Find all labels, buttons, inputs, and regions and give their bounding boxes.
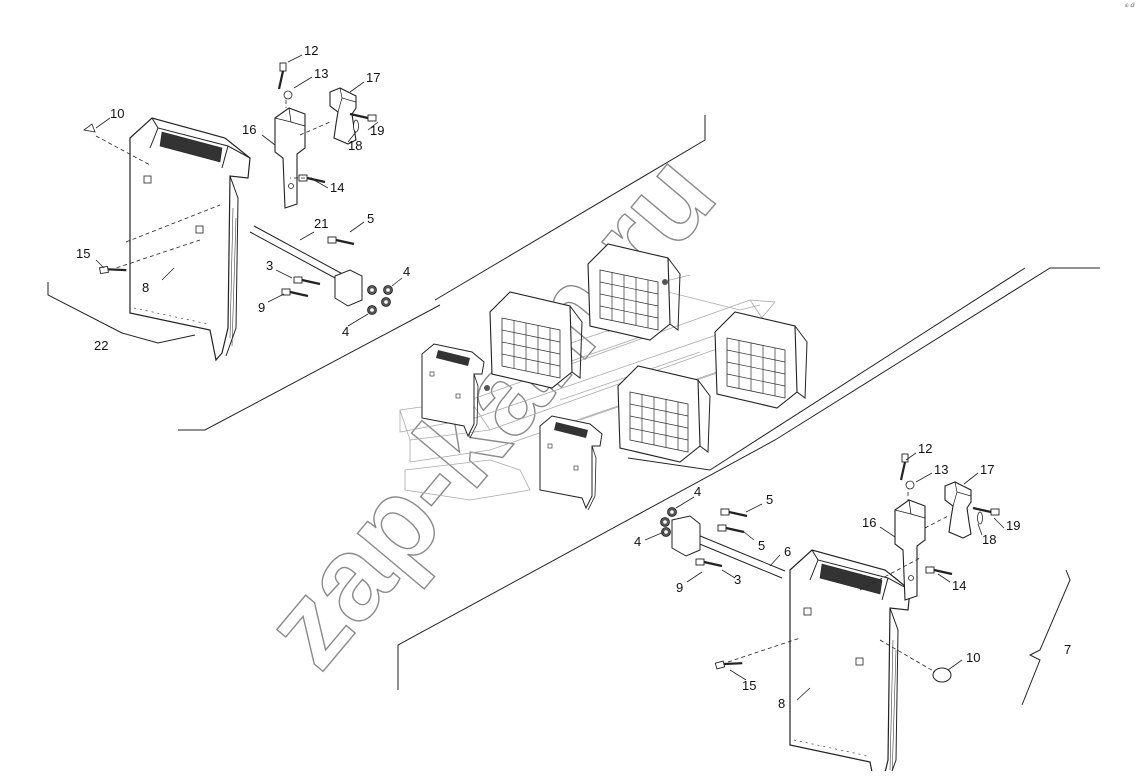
callout-4a-right: 4: [694, 484, 701, 499]
callout-17-left: 17: [366, 70, 380, 85]
flange-left: [334, 269, 363, 307]
callout-15-right: 15: [742, 678, 756, 693]
callout-14-left: 14: [330, 180, 344, 195]
nut-4-left: [367, 285, 377, 295]
mount-point: [662, 279, 668, 285]
callout-19-right: 19: [1006, 518, 1020, 533]
left-assembly: [83, 61, 393, 361]
nut-4-left: [367, 305, 377, 315]
callout-8-right: 8: [778, 696, 785, 711]
nut-4-right: [660, 517, 670, 527]
callout-16-right: 16: [862, 515, 876, 530]
callout-6: 6: [784, 544, 791, 559]
callout-19-left: 19: [370, 123, 384, 138]
bolt-9-left: [280, 287, 310, 298]
bolt-5-left: [326, 235, 356, 246]
bolt-5a-right: [719, 507, 749, 518]
bolt-19-left: [348, 112, 378, 123]
callout-5b-right: 5: [758, 538, 765, 553]
front-right-mudflap: [539, 415, 603, 511]
callout-18-left: 18: [348, 138, 362, 153]
callout-9-left: 9: [258, 300, 265, 315]
rear-right-mudguard-rear: [714, 311, 808, 409]
bolt-9-right: [694, 557, 724, 568]
clamp-17-left: [329, 87, 357, 145]
tube-6: [689, 539, 783, 579]
mudflap-8-right: [789, 549, 911, 776]
flange-right: [671, 515, 701, 557]
rear-left-mudguard-front: [489, 291, 583, 389]
corner-mark: ⅇ ⅆ: [1125, 2, 1135, 9]
nut-4-right: [661, 527, 671, 537]
tube-21: [249, 231, 349, 286]
callout-22: 22: [94, 338, 108, 353]
callout-16-left: 16: [242, 122, 256, 137]
callout-9-right: 9: [676, 580, 683, 595]
cap-10-right: [932, 667, 952, 683]
callout-21: 21: [314, 216, 328, 231]
nut-4-left: [383, 285, 393, 295]
callout-5a-right: 5: [766, 492, 773, 507]
callout-4a-left: 4: [403, 264, 410, 279]
callouts: 10 12 13 17 16 19 18 14 21 5 15 3 4 9 8 …: [76, 43, 1071, 711]
callout-14-right: 14: [952, 578, 966, 593]
callout-12-right: 12: [918, 441, 932, 456]
cap-10-left: [83, 123, 96, 133]
rear-left-mudguard-rear: [587, 243, 681, 341]
callout-18-right: 18: [982, 532, 996, 547]
mudflap-8-left: [129, 117, 251, 361]
clamp-17-right: [944, 481, 972, 539]
bracket-16-left: [274, 107, 306, 209]
leader-lines: [95, 54, 1005, 701]
callout-3-right: 3: [734, 572, 741, 587]
washer-13-left: [283, 90, 293, 100]
right-assembly: [660, 452, 1001, 776]
callout-7: 7: [1064, 642, 1071, 657]
washer-18-right: [977, 511, 983, 525]
callout-15-left: 15: [76, 246, 90, 261]
nut-4-right: [667, 507, 677, 517]
mount-point: [484, 385, 490, 391]
callout-12-left: 12: [304, 43, 318, 58]
callout-10-right: 10: [966, 650, 980, 665]
bolt-12-right: [899, 452, 910, 482]
callout-13-right: 13: [934, 462, 948, 477]
callout-3-left: 3: [266, 258, 273, 273]
bolt-14-right: [924, 565, 954, 576]
washer-13-right: [905, 480, 915, 490]
callout-8-left: 8: [142, 280, 149, 295]
callout-17-right: 17: [980, 462, 994, 477]
callout-4b-right: 4: [634, 534, 641, 549]
nut-4-left: [381, 297, 391, 307]
callout-10-left: 10: [110, 106, 124, 121]
callout-13-left: 13: [314, 66, 328, 81]
callout-4b-left: 4: [342, 324, 349, 339]
frame-lines: [47, 115, 1100, 706]
bolt-5b-right: [716, 523, 746, 534]
bolt-3-left: [292, 275, 322, 286]
rear-right-mudguard-front: [617, 365, 711, 463]
bolt-14-left: [297, 173, 327, 184]
washer-18-left: [353, 119, 359, 133]
callout-5-left: 5: [367, 211, 374, 226]
bolt-19-right: [971, 506, 1001, 517]
bolt-12-left: [277, 61, 288, 91]
